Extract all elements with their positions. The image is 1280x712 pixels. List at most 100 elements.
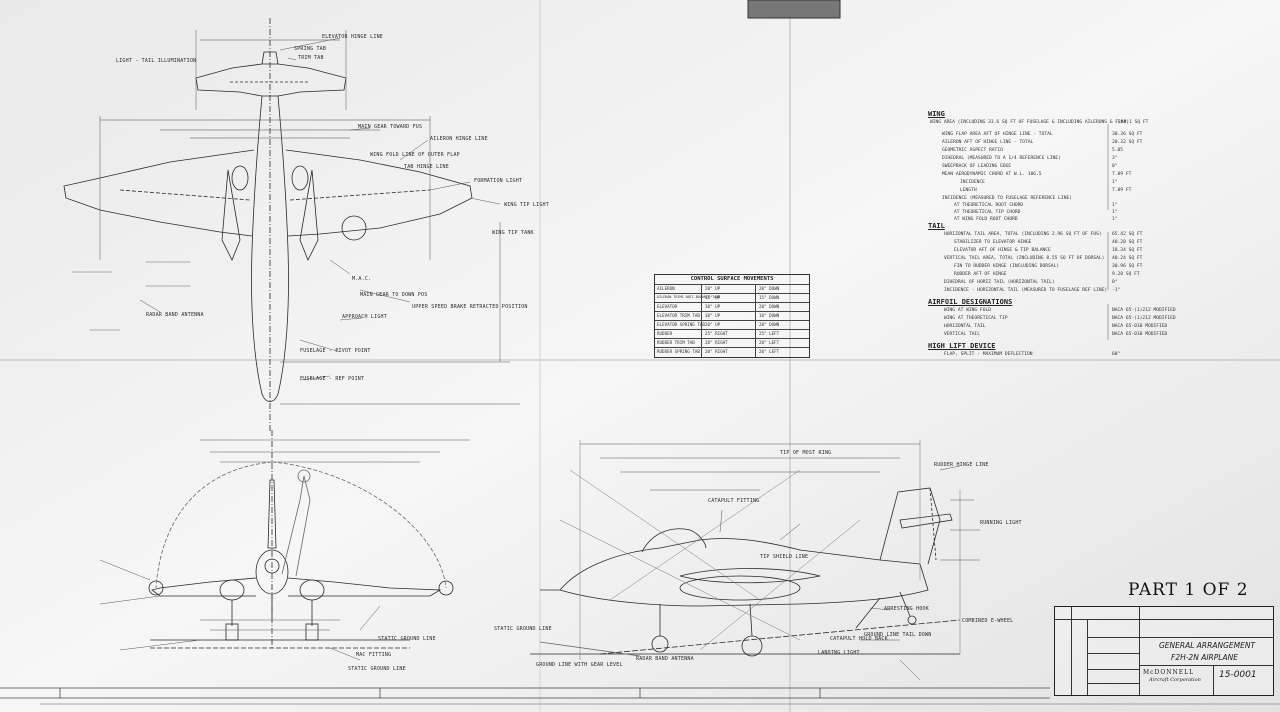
ctrl-row-down: 25° LEFT	[759, 331, 780, 336]
spec-row: AILERON AFT OF HINGE LINE - TOTAL	[942, 140, 1034, 145]
label-formation-light: FORMATION LIGHT	[474, 178, 523, 184]
ctrl-row-down: 10° DOWN	[759, 313, 780, 318]
spec-value: 1°	[1112, 217, 1118, 222]
spec-row: DIHEDRAL OF HORIZ TAIL (HORIZONTAL TAIL)	[944, 280, 1055, 285]
spec-row: WING FLAP AREA AFT OF HINGE LINE - TOTAL	[942, 132, 1053, 137]
spec-tail-title: TAIL	[928, 222, 945, 230]
spec-row: GEOMETRIC ASPECT RATIO	[942, 148, 1003, 153]
spec-row: AT THEORETICAL TIP CHORD	[954, 210, 1021, 215]
spec-value: NACA 65-(1)212 MODIFIED	[1112, 308, 1176, 313]
spec-row: HORIZONTAL TAIL	[944, 324, 986, 329]
label-upper-speed-brake: UPPER SPEED BRAKE RETRACTED POSITION	[412, 304, 528, 310]
label-radar-band-antenna: RADAR BAND ANTENNA	[636, 656, 694, 662]
spec-value: 7.89 FT	[1112, 188, 1132, 193]
ctrl-row-up: 10° UP	[705, 313, 721, 318]
label-mac: M.A.C.	[352, 276, 372, 282]
company-name: McDONNELL	[1143, 669, 1195, 676]
spec-row: VERTICAL TAIL AREA, TOTAL (INCLUDING 8.5…	[944, 256, 1105, 261]
label-static-ground-line: STATIC GROUND LINE	[494, 626, 552, 632]
ctrl-row-up: 30° UP	[705, 304, 721, 309]
spec-value: 20.32 SQ FT	[1112, 140, 1143, 145]
spec-airfoil-title: AIRFOIL DESIGNATIONS	[928, 298, 1013, 306]
spec-row: INCIDENCE	[960, 180, 985, 185]
label-catapult-hold-back: CATAPULT HOLD BACK	[830, 636, 888, 642]
label-main-gear-toward-fus: MAIN GEAR TOWARD FUS	[358, 124, 423, 130]
label-arresting-hook: ARRESTING HOOK	[884, 606, 929, 612]
label-fuselage-pivot: FUSELAGE - PIVOT POINT	[300, 348, 371, 354]
label-tip-shield-line: TIP SHIELD LINE	[760, 554, 809, 560]
label-trim-tab: TRIM TAB	[298, 55, 324, 61]
ctrl-row-name: AILERON	[657, 286, 675, 291]
ctrl-row-up: 15° UP	[705, 295, 721, 300]
spec-row: FLAP, SPLIT - MAXIMUM DEFLECTION	[944, 352, 1033, 357]
side-view	[530, 440, 980, 681]
label-wing-tip-light: WING TIP LIGHT	[504, 202, 549, 208]
ctrl-row-up: 25° RIGHT	[705, 331, 728, 336]
spec-row: SWEEPBACK OF LEADING EDGE	[942, 164, 1012, 169]
label-ground-line-level: GROUND LINE WITH GEAR LEVEL	[536, 662, 623, 668]
spec-value: 1°	[1112, 210, 1118, 215]
title-block: GENERAL ARRANGEMENT F2H-2N AIRPLANE McDO…	[1054, 606, 1274, 696]
label-elevator-hinge-line: ELEVATOR HINGE LINE	[322, 34, 383, 40]
ctrl-row-name: ELEVATOR SPRING TAB	[657, 322, 705, 327]
spec-row: INCIDENCE - HORIZONTAL TAIL (MEASURED TO…	[944, 288, 1108, 293]
label-light-tail-illumination: LIGHT - TAIL ILLUMINATION	[116, 58, 197, 64]
spec-value: 0°	[1112, 280, 1118, 285]
spec-value: NACA 65-(1)212 MODIFIED	[1112, 316, 1176, 321]
drawing-subtitle: F2H-2N AIRPLANE	[1171, 653, 1238, 662]
spec-row: WING AT THEORETICAL TIP	[944, 316, 1008, 321]
spec-row: INCIDENCE (MEASURED TO FUSELAGE REFERENC…	[942, 196, 1072, 201]
bottom-border	[0, 687, 1280, 705]
spec-value: 294.1 SQ FT	[1118, 120, 1149, 125]
drawing-title: GENERAL ARRANGEMENT	[1159, 641, 1256, 650]
label-tab-hinge-line: TAB HINGE LINE	[404, 164, 449, 170]
ctrl-row-up: 20° RIGHT	[705, 340, 728, 345]
ctrl-row-name: RUDDER TRIM TAB	[657, 340, 695, 345]
label-ground-line-tail-down: GROUND LINE TAIL DOWN	[864, 632, 932, 638]
label-main-gear-down: MAIN GEAR TO DOWN POS	[360, 292, 428, 298]
company-subtitle: Aircraft Corporation	[1149, 677, 1201, 683]
label-catapult-fitting: CATAPULT FITTING	[708, 498, 760, 504]
spec-value: 60°	[1112, 352, 1121, 357]
ctrl-row-up: 20° UP	[705, 286, 721, 291]
label-static-ground-line-front-2: STATIC GROUND LINE	[348, 666, 406, 672]
spec-value: NACA 65-010 MODIFIED	[1112, 324, 1168, 329]
spec-value: 3°	[1112, 156, 1118, 161]
plan-view	[63, 18, 520, 432]
spec-value: 40.20 SQ FT	[1112, 240, 1143, 245]
ctrl-row-name: ELEVATOR TRIM TAB	[657, 313, 700, 318]
ctrl-row-down: 15° DOWN	[759, 295, 780, 300]
spec-row: WING AT WING FOLD	[944, 308, 992, 313]
label-running-light: RUNNING LIGHT	[980, 520, 1022, 526]
top-tab	[747, 0, 841, 19]
spec-row: FIN TO RUDDER HINGE (INCLUDING DORSAL)	[954, 264, 1060, 269]
spec-value: 30.96 SQ FT	[1112, 264, 1143, 269]
spec-value: 7.89 FT	[1112, 172, 1132, 177]
spec-row: LENGTH	[960, 188, 977, 193]
ctrl-row-name: RUDDER	[657, 331, 673, 336]
ctrl-row-name: AILERON TRIMS ANTI-BALANCE TABS	[657, 295, 721, 299]
spec-value: 5.05	[1112, 148, 1124, 153]
front-view	[99, 430, 470, 661]
spec-value: 40.24 SQ FT	[1112, 256, 1143, 261]
control-surface-table: CONTROL SURFACE MOVEMENTS AILERON 20° UP…	[654, 274, 810, 358]
spec-row: VERTICAL TAIL	[944, 332, 980, 337]
ctrl-row-down: 20° DOWN	[759, 286, 780, 291]
label-aileron-hinge-line: AILERON HINGE LINE	[430, 136, 488, 142]
label-fuselage-ref: FUSELAGE - REF POINT	[300, 376, 365, 382]
spec-wing-title: WING	[928, 110, 945, 118]
spec-row: AT THEORETICAL ROOT CHORD	[954, 203, 1024, 208]
spec-row: WING AREA (INCLUDING 33.6 SQ FT OF FUSEL…	[930, 120, 1130, 125]
spec-row: HORIZONTAL TAIL AREA, TOTAL (INCLUDING 2…	[944, 232, 1102, 237]
label-approach-light: APPROACH LIGHT	[342, 314, 387, 320]
ctrl-row-name: ELEVATOR	[657, 304, 678, 309]
spec-value: NACA 65-010 MODIFIED	[1112, 332, 1168, 337]
label-radar-band: RADAR BAND ANTENNA	[146, 312, 204, 318]
label-mac-fitting: MAC FITTING	[356, 652, 392, 658]
label-tip-of-most-ring: TIP OF MOST RING	[780, 450, 832, 456]
ctrl-row-down: 20° DOWN	[759, 304, 780, 309]
